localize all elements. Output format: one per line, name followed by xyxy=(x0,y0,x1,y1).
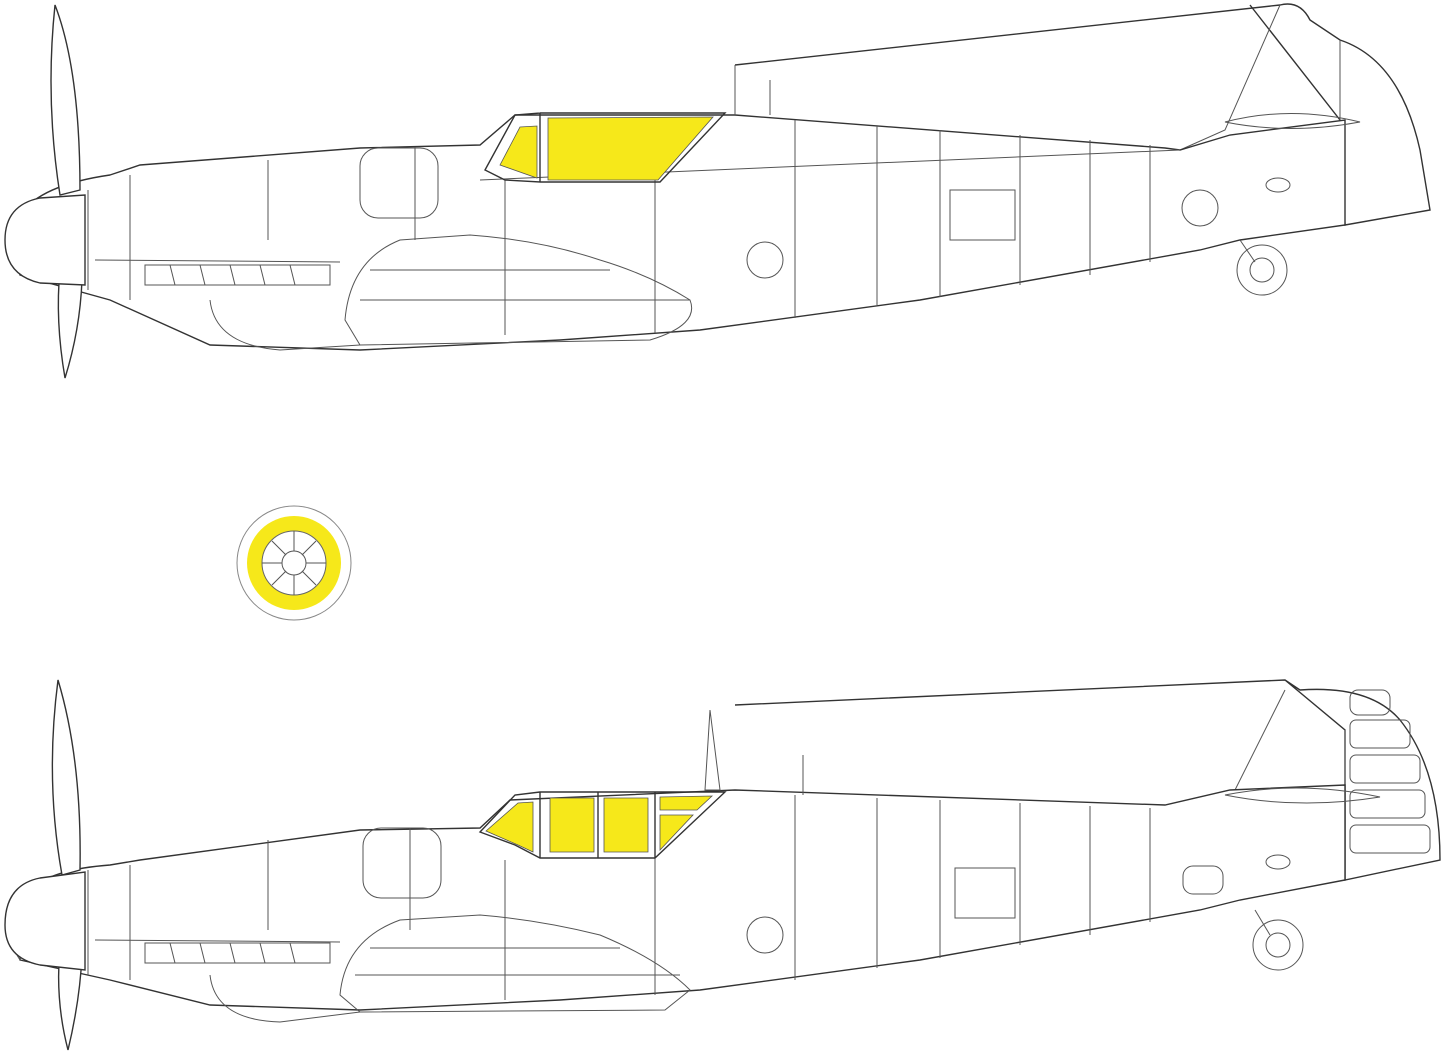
upper-canopy-hood-mask xyxy=(547,116,714,181)
upper-canopy-frame xyxy=(484,112,727,183)
upper-exhaust-stacks xyxy=(144,264,331,286)
upper-panel-lines xyxy=(87,65,1361,335)
upper-aircraft-profile xyxy=(4,3,1431,379)
lower-canopy-panel-1-mask xyxy=(549,797,595,853)
upper-tail-wheel xyxy=(1236,239,1288,296)
lower-rear-canopy-lower-mask xyxy=(659,814,694,852)
lower-tail-fin xyxy=(734,679,1441,881)
upper-propeller xyxy=(4,4,86,379)
lower-windscreen-mask xyxy=(485,801,534,853)
upper-windscreen-mask xyxy=(499,125,538,179)
lower-exhaust-stacks xyxy=(144,942,331,964)
upper-wing-fairing xyxy=(344,234,692,346)
tailwheel-mask xyxy=(236,505,352,621)
lower-aircraft-profile xyxy=(4,679,1441,1051)
lower-rudder-ribs xyxy=(1349,689,1431,854)
lower-rear-canopy-upper-mask xyxy=(659,795,714,811)
lower-canopy-frame xyxy=(478,791,727,859)
lower-tail-wheel xyxy=(1252,909,1304,971)
lower-canopy-panel-2-mask xyxy=(603,797,649,853)
lower-wing-fairing xyxy=(339,914,691,1013)
lower-propeller xyxy=(4,679,86,1051)
lower-panel-lines xyxy=(87,709,1381,1000)
upper-tail-fin xyxy=(734,3,1431,226)
